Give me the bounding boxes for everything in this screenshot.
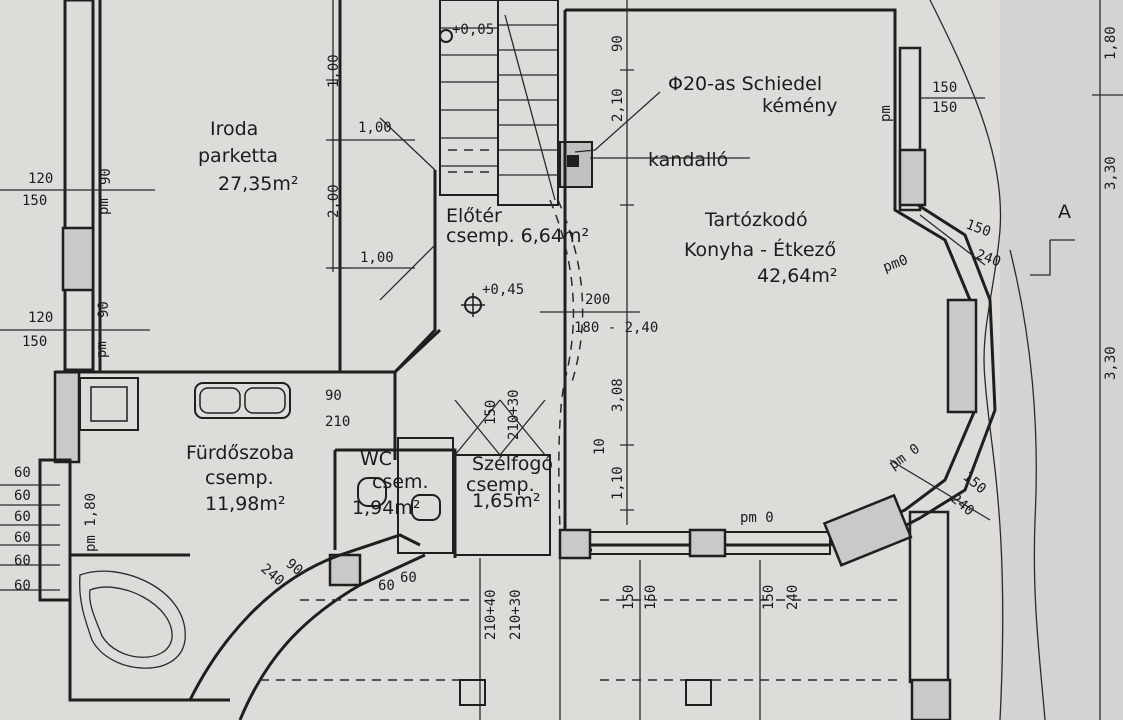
dim-60d: 60 (14, 530, 31, 546)
chimney-label: Φ20-as Schiedel (668, 73, 822, 95)
edge-180: 1,80 (1103, 26, 1119, 60)
edge-330a: 3,30 (1103, 156, 1119, 190)
dim-60b: 60 (14, 488, 31, 504)
dim-90c: 90 (325, 388, 342, 404)
wind-floor: csemp. (466, 474, 535, 496)
dim-200: 2,00 (326, 184, 342, 218)
dim-60a: 60 (14, 465, 31, 481)
dim-210-40: 210+40 (483, 589, 499, 640)
terrain-curve-2 (1009, 249, 1046, 720)
dim-100b: 1,00 (358, 120, 392, 136)
dim-210-30b: 210+30 (508, 589, 524, 640)
dim-90a: 90 (98, 168, 114, 185)
dim-pm-c: pm (94, 341, 110, 358)
office-name: Iroda (210, 118, 258, 140)
dim-90b: 90 (96, 301, 112, 318)
bathtub (79, 570, 186, 669)
bath-walls (55, 328, 551, 720)
dim-120a: 120 (28, 171, 53, 187)
hall-partition (549, 199, 575, 531)
paper-shade-right (1000, 0, 1123, 720)
dim-pm-b: pm (96, 198, 112, 215)
dim-150c: 150 (22, 193, 47, 209)
wind-name: Szélfogó (472, 453, 553, 475)
dim-210top: 2,10 (610, 88, 626, 122)
bath-floor: csemp. (205, 467, 274, 489)
dim-150d: 150 (22, 334, 47, 350)
dim-100a: 1,00 (326, 54, 342, 88)
dim-60g: 60 (378, 578, 395, 594)
dim-150h: 150 (621, 585, 637, 610)
wc-floor: csem. (372, 471, 429, 493)
left-outer-wall (38, 0, 95, 602)
bath-name: Fürdőszoba (186, 442, 294, 464)
office-area: 27,35m² (218, 173, 299, 195)
dim-308: 3,08 (610, 378, 626, 412)
staircase (439, 0, 559, 206)
stair-level: +0,05 (452, 22, 494, 38)
dim-150b: 150 (932, 100, 957, 116)
dim-pm-a: pm (878, 105, 894, 122)
dim-60e: 60 (14, 553, 31, 569)
dim-150a: 150 (932, 80, 957, 96)
living-name: Tartózkodó (704, 209, 808, 231)
fireplace-label: kandalló (648, 149, 728, 171)
dim-60f: 60 (14, 578, 31, 594)
wc-area: 1,94m² (352, 497, 420, 519)
living-name-2: Konyha - Étkező (684, 238, 836, 261)
dim-60h: 60 (400, 570, 417, 586)
hall-name: Előtér (446, 205, 502, 227)
dim-100c: 1,00 (360, 250, 394, 266)
terrain-curve (929, 0, 1004, 720)
dim-210-30a: 210+30 (506, 389, 522, 440)
chimney-flue (567, 155, 579, 167)
dim-180: 180 - 2,40 (574, 320, 658, 336)
wind-area: 1,65m² (472, 490, 540, 512)
level-marker-hall (461, 293, 485, 317)
dim-200b: 200 (585, 292, 610, 308)
chimney-label-2: kémény (762, 95, 838, 117)
dim-pm0b: pm 0 (740, 510, 774, 526)
bath-area: 11,98m² (205, 493, 286, 515)
hall-partition-2 (557, 199, 584, 383)
dim-150j: 150 (761, 585, 777, 610)
wc-name: WC (360, 448, 392, 470)
level-marker-stair (439, 29, 453, 43)
dim-10: 10 (592, 438, 608, 455)
dim-150i: 150 (643, 585, 659, 610)
section-mark: A (1058, 201, 1071, 223)
dim-120b: 120 (28, 310, 53, 326)
office-floor: parketta (198, 145, 278, 167)
living-area: 42,64m² (757, 265, 838, 287)
dim-pm180: pm 1,80 (83, 493, 99, 552)
edge-330b: 3,30 (1103, 346, 1119, 380)
dim-150g: 150 (483, 400, 499, 425)
dim-240d: 240 (785, 585, 801, 610)
dim-110: 1,10 (610, 466, 626, 500)
hall-floor-area: csemp. 6,64m² (446, 225, 589, 247)
dim-210: 210 (325, 414, 350, 430)
living-walls (558, 8, 997, 720)
dim-90top: 90 (610, 35, 626, 52)
dim-60c: 60 (14, 509, 31, 525)
hall-level: +0,45 (482, 282, 524, 298)
